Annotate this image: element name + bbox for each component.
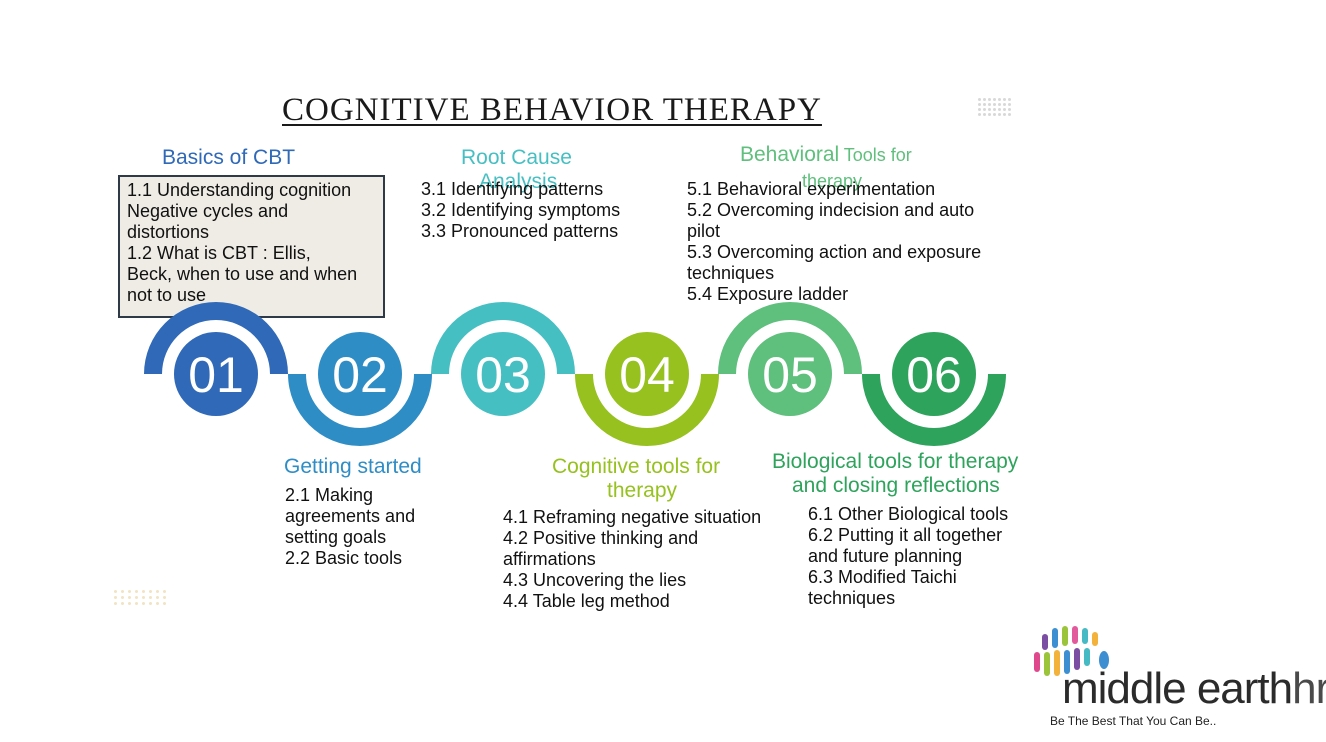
step-03-circle <box>461 332 545 416</box>
step-05-item: techniques <box>687 263 775 283</box>
step-06-item: 6.2 Putting it all together <box>808 525 1003 545</box>
step-02-circle <box>318 332 402 416</box>
step-03-item: 3.2 Identifying symptoms <box>421 200 621 220</box>
step-04-item: 4.4 Table leg method <box>503 591 670 611</box>
step-01-item: 1.2 What is CBT : Ellis, <box>127 243 311 263</box>
step-06-number: 06 <box>906 347 962 403</box>
step-04-arc <box>575 374 719 446</box>
step-05-heading-main: Behavioral <box>740 143 840 166</box>
step-02-number: 02 <box>332 347 388 403</box>
step-01-item: not to use <box>127 285 207 305</box>
step-05-item: pilot <box>687 221 721 241</box>
step-06-item: 6.1 Other Biological tools <box>808 504 1009 524</box>
step-05-item: 5.2 Overcoming indecision and auto <box>687 200 975 220</box>
brand-name-suffix: hr <box>1292 664 1326 713</box>
step-01-number: 01 <box>188 347 244 403</box>
step-04-number: 04 <box>619 347 675 403</box>
step-03-number: 03 <box>475 347 531 403</box>
step-04-item: 4.3 Uncovering the lies <box>503 570 687 590</box>
step-03-item: 3.3 Pronounced patterns <box>421 221 619 241</box>
step-04-heading-line: Cognitive tools for <box>552 455 721 478</box>
step-05-heading-small: Tools for <box>843 145 912 165</box>
step-01-circle <box>174 332 258 416</box>
decorative-dots-top <box>978 98 1011 116</box>
step-01-heading: Basics of CBT <box>162 146 296 169</box>
step-05-item: 5.4 Exposure ladder <box>687 284 849 304</box>
step-04-circle <box>605 332 689 416</box>
step-02-item: agreements and <box>285 506 416 526</box>
step-04-item: affirmations <box>503 549 596 569</box>
step-02-items: 2.1 Making agreements and setting goals … <box>285 485 415 569</box>
step-01-item: distortions <box>127 222 210 242</box>
step-06-heading: Biological tools for therapy and closing… <box>772 450 1018 498</box>
step-02-arc <box>288 374 432 446</box>
step-05-heading-small-line2: therapy <box>802 171 863 191</box>
step-03-item: 3.1 Identifying patterns <box>421 179 604 199</box>
brand-name-main: middle earth <box>1062 664 1293 713</box>
step-02-item: 2.1 Making <box>285 485 374 505</box>
step-06-items: 6.1 Other Biological tools 6.2 Putting i… <box>808 504 1008 609</box>
step-04-items: 4.1 Reframing negative situation 4.2 Pos… <box>503 507 761 612</box>
step-06-arc <box>862 374 1006 446</box>
step-06-circle <box>892 332 976 416</box>
step-05-circle <box>748 332 832 416</box>
step-05-item: 5.1 Behavioral experimentation <box>687 179 936 199</box>
step-04-item: 4.1 Reframing negative situation <box>503 507 762 527</box>
step-01-item: Beck, when to use and when <box>127 264 358 284</box>
step-05-items: 5.1 Behavioral experimentation 5.2 Overc… <box>687 179 981 305</box>
step-03-heading-line: Root Cause <box>461 146 572 169</box>
step-03-items: 3.1 Identifying patterns 3.2 Identifying… <box>421 179 620 242</box>
step-02-item: 2.2 Basic tools <box>285 548 403 568</box>
step-01-item: Negative cycles and <box>127 201 289 221</box>
step-05-number: 05 <box>762 347 818 403</box>
step-03-arc <box>431 302 575 374</box>
step-06-heading-line: and closing reflections <box>792 474 1000 497</box>
globe-logo-icon <box>1034 626 1109 676</box>
decorative-dots-bottom <box>114 590 167 605</box>
step-05-item: 5.3 Overcoming action and exposure <box>687 242 982 262</box>
step-03-heading: Root Cause Analysis <box>461 146 572 194</box>
step-04-item: 4.2 Positive thinking and <box>503 528 699 548</box>
step-03-heading-line: Analysis <box>479 170 558 193</box>
step-05-heading: Behavioral Tools for therapy <box>740 143 912 193</box>
step-04-heading: Cognitive tools for therapy <box>552 455 720 503</box>
step-04-heading-line: therapy <box>607 479 678 502</box>
step-02-item: setting goals <box>285 527 387 547</box>
step-06-item: and future planning <box>808 546 963 566</box>
step-06-item: 6.3 Modified Taichi <box>808 567 957 587</box>
step-02-heading: Getting started <box>284 455 422 478</box>
step-06-heading-line: Biological tools for therapy <box>772 450 1019 473</box>
step-01-items-box: 1.1 Understanding cognition Negative cyc… <box>118 175 385 318</box>
step-06-item: techniques <box>808 588 896 608</box>
step-05-arc <box>718 302 862 374</box>
brand-name: middle earthhr <box>1062 664 1326 714</box>
step-01-item: 1.1 Understanding cognition <box>127 180 352 200</box>
page-title: COGNITIVE BEHAVIOR THERAPY <box>282 92 822 128</box>
brand-tagline: Be The Best That You Can Be.. <box>1050 714 1217 728</box>
